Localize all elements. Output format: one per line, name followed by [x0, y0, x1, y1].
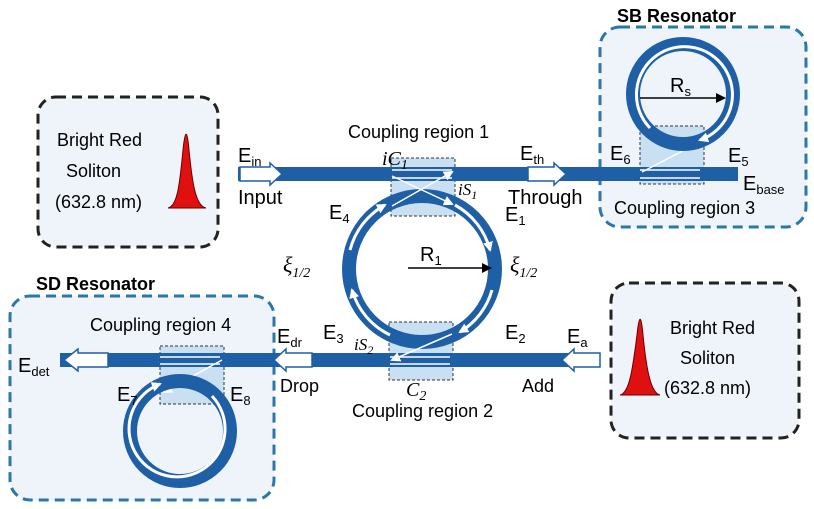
drop-arrow-icon [272, 347, 313, 373]
field-e4: E4 [329, 202, 350, 226]
main-ring-radius-label: R1 [420, 244, 442, 268]
main-ring [342, 189, 502, 349]
coupling2-c-label: C2 [406, 379, 426, 404]
source-right-line1: Bright Red [670, 318, 755, 338]
source-right-line3: (632.8 nm) [664, 378, 751, 398]
coupling1-cross-b [391, 175, 454, 206]
coupling-region-2-label: Coupling region 2 [352, 401, 493, 421]
source-left-line1: Bright Red [57, 130, 142, 150]
source-left-box [36, 95, 220, 249]
xi-left-label: ξ1/2 [283, 252, 310, 281]
field-e6: E6 [610, 143, 631, 167]
coupling1-is-label: iS1 [458, 180, 477, 202]
field-e7: E7 [117, 384, 138, 408]
field-ein: Ein [238, 145, 261, 169]
coupling2-is-label: iS2 [354, 335, 373, 357]
field-e1: E1 [505, 204, 526, 228]
input-arrow-icon [239, 161, 284, 187]
port-through-label: Through [508, 187, 583, 209]
det-arrow-icon [62, 347, 109, 373]
xi-right-label: ξ1/2 [510, 252, 537, 281]
sb-radius-label: Rs [670, 75, 691, 99]
top-bus-waveguide [238, 167, 738, 181]
coupling1-ic-label: iC1 [382, 148, 408, 173]
main-ring-arrow-lower-left [349, 288, 391, 337]
field-ebase: Ebase [743, 173, 785, 197]
add-arrow-icon [560, 347, 601, 373]
soliton-pulse-right [619, 318, 661, 396]
through-arrow-icon [527, 161, 568, 187]
source-left-line3: (632.8 nm) [55, 192, 142, 212]
source-right-box [609, 281, 801, 440]
field-e8: E8 [230, 384, 251, 408]
coupling-region-3-label: Coupling region 3 [614, 198, 755, 218]
port-input-label: Input [238, 187, 283, 209]
soliton-pulse-left [167, 133, 207, 209]
field-e2: E2 [505, 322, 526, 346]
sd-resonator-title: SD Resonator [36, 274, 155, 294]
coupling1-cross-a [391, 171, 454, 207]
field-eth: Eth [520, 143, 544, 167]
main-ring-arrow-lower-right [458, 289, 494, 334]
field-e3: E3 [323, 322, 344, 346]
sd-ring-arrow [127, 382, 227, 479]
port-add-label: Add [522, 376, 554, 396]
coupling-region-4-label: Coupling region 4 [90, 315, 231, 335]
field-ea: Ea [567, 326, 588, 350]
coupling-region-1-label: Coupling region 1 [348, 122, 489, 142]
main-ring-arrow-upper-right [454, 203, 493, 252]
port-drop-label: Drop [280, 376, 319, 396]
coupling-region-2-box [388, 321, 454, 381]
field-e5: E5 [728, 145, 749, 169]
field-edet: Edet [18, 355, 50, 379]
source-left-line2: Soliton [66, 161, 121, 181]
field-edr: Edr [277, 326, 303, 350]
bottom-bus-waveguide [60, 353, 600, 367]
main-ring-arrow-upper-left [348, 203, 387, 251]
sb-resonator-title: SB Resonator [617, 6, 736, 26]
source-right-line2: Soliton [680, 348, 735, 368]
sb-ring-arrow [635, 45, 734, 143]
coupling2-cross-a [390, 333, 453, 362]
